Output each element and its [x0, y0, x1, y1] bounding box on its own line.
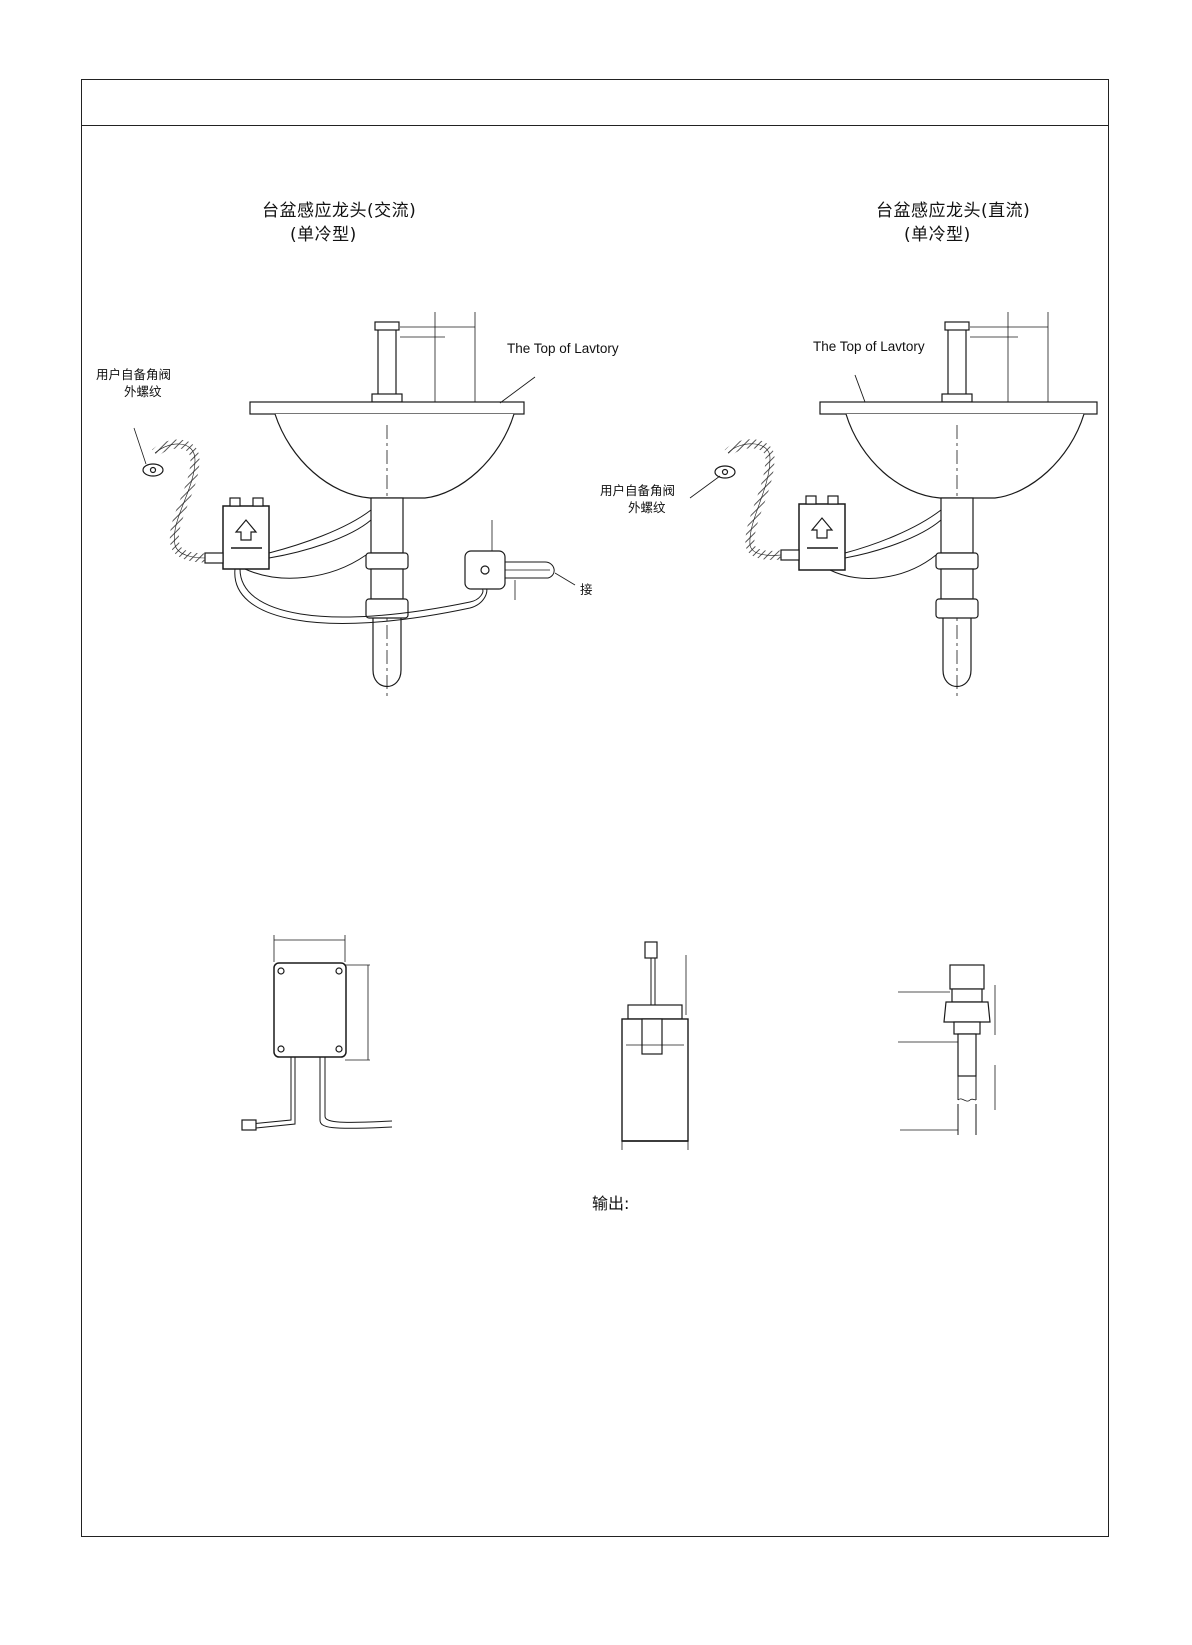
- battery-box-view: [622, 942, 688, 1150]
- left-faucet-assembly: [134, 312, 575, 700]
- faucet-side-view: [898, 965, 995, 1135]
- control-box-front-view: [242, 935, 392, 1130]
- right-faucet-assembly: [690, 312, 1097, 700]
